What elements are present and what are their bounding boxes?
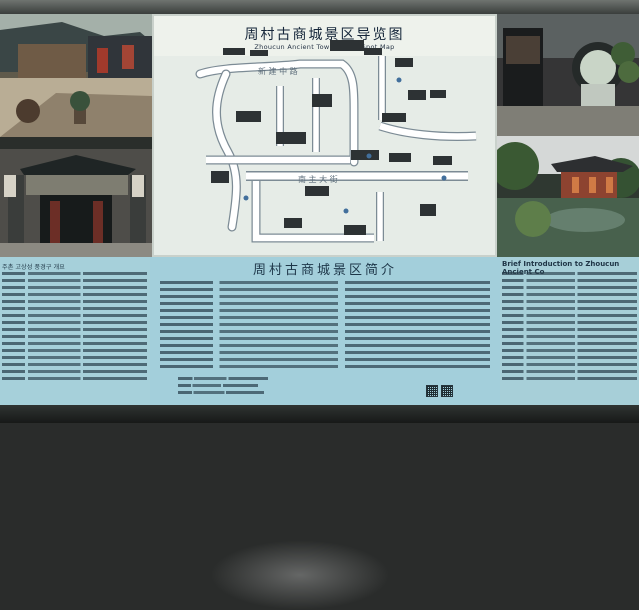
map-road-label-south: 南 主 大 街	[298, 174, 338, 184]
english-text-line	[502, 377, 637, 380]
english-text-line	[502, 356, 637, 359]
chinese-introduction-title: 周村古商城景区简介	[252, 263, 397, 278]
english-text-line	[502, 342, 637, 345]
map-road-label-north: 新 建 中 路	[258, 66, 298, 76]
korean-text-line	[2, 286, 147, 289]
map-markers	[243, 77, 447, 214]
map-title: 周村古商城景区导览图	[244, 27, 405, 43]
english-text-line	[502, 328, 637, 331]
english-text-line	[502, 300, 637, 303]
map-buildings	[211, 40, 452, 235]
korean-introduction-panel: 주촌 고상성 풍경구 개요	[0, 257, 150, 405]
korean-text-line	[2, 293, 147, 296]
korean-text-line	[2, 349, 147, 352]
korean-text-line	[2, 321, 147, 324]
contact-text-line	[178, 377, 268, 380]
korean-text-line	[2, 272, 147, 275]
contact-text-line	[178, 384, 258, 387]
chinese-text-line	[160, 337, 490, 340]
chinese-text-line	[160, 316, 490, 319]
chinese-text-line	[160, 302, 490, 305]
scenic-map-drawing: 新 建 中 路 南 主 大 街	[154, 40, 495, 255]
scenic-map-panel: 周村古商城景区导览图 Zhoucun Ancient Town Scenic S…	[152, 14, 497, 257]
chinese-text-line	[160, 295, 490, 298]
chinese-text-line	[160, 288, 490, 291]
contact-text-line	[178, 391, 264, 394]
korean-text-line	[2, 300, 147, 303]
chinese-text-line	[160, 358, 490, 361]
english-text-line	[502, 321, 637, 324]
korean-text-line	[2, 356, 147, 359]
chinese-introduction-panel: 周村古商城景区简介	[150, 257, 500, 405]
chinese-text-line	[160, 351, 490, 354]
korean-introduction-text	[2, 272, 147, 400]
korean-text-line	[2, 335, 147, 338]
korean-text-line	[2, 370, 147, 373]
korean-text-line	[2, 307, 147, 310]
english-introduction-panel: Brief Introduction to Zhoucun Ancient Co	[500, 257, 639, 405]
pavilion-photo-bottom-right	[497, 136, 639, 257]
chinese-text-line	[160, 309, 490, 312]
map-subtitle: Zhoucun Ancient Town Scenic Spot Map	[254, 43, 395, 51]
qr-code-icon	[426, 385, 438, 397]
qr-code-icon	[441, 385, 453, 397]
korean-text-line	[2, 279, 147, 282]
english-text-line	[502, 314, 637, 317]
introduction-panel-area: 주촌 고상성 풍경구 개요 周村古商城景区简介	[0, 257, 639, 610]
chinese-text-line	[160, 281, 490, 284]
english-introduction-text	[502, 272, 637, 400]
chinese-text-line	[160, 323, 490, 326]
courtyard-photo-top-left	[0, 14, 152, 137]
english-text-line	[502, 307, 637, 310]
english-text-line	[502, 279, 637, 282]
english-text-line	[502, 363, 637, 366]
chinese-text-line	[160, 330, 490, 333]
korean-text-line	[2, 342, 147, 345]
english-text-line	[502, 335, 637, 338]
korean-text-line	[2, 328, 147, 331]
courtyard-photo-top-right	[497, 14, 639, 136]
contact-text-blocks	[178, 377, 378, 401]
korean-text-line	[2, 377, 147, 380]
light-glare	[210, 540, 390, 610]
korean-text-line	[2, 314, 147, 317]
english-text-line	[502, 272, 637, 275]
korean-introduction-title: 주촌 고상성 풍경구 개요	[2, 264, 65, 271]
gate-photo-bottom-left	[0, 137, 152, 257]
korean-text-line	[2, 363, 147, 366]
chinese-introduction-text	[160, 281, 490, 373]
chinese-text-line	[160, 365, 490, 368]
board-bottom-frame	[0, 405, 639, 423]
english-text-line	[502, 293, 637, 296]
chinese-text-line	[160, 344, 490, 347]
board-top-frame	[0, 0, 639, 14]
english-text-line	[502, 286, 637, 289]
english-text-line	[502, 370, 637, 373]
english-text-line	[502, 349, 637, 352]
